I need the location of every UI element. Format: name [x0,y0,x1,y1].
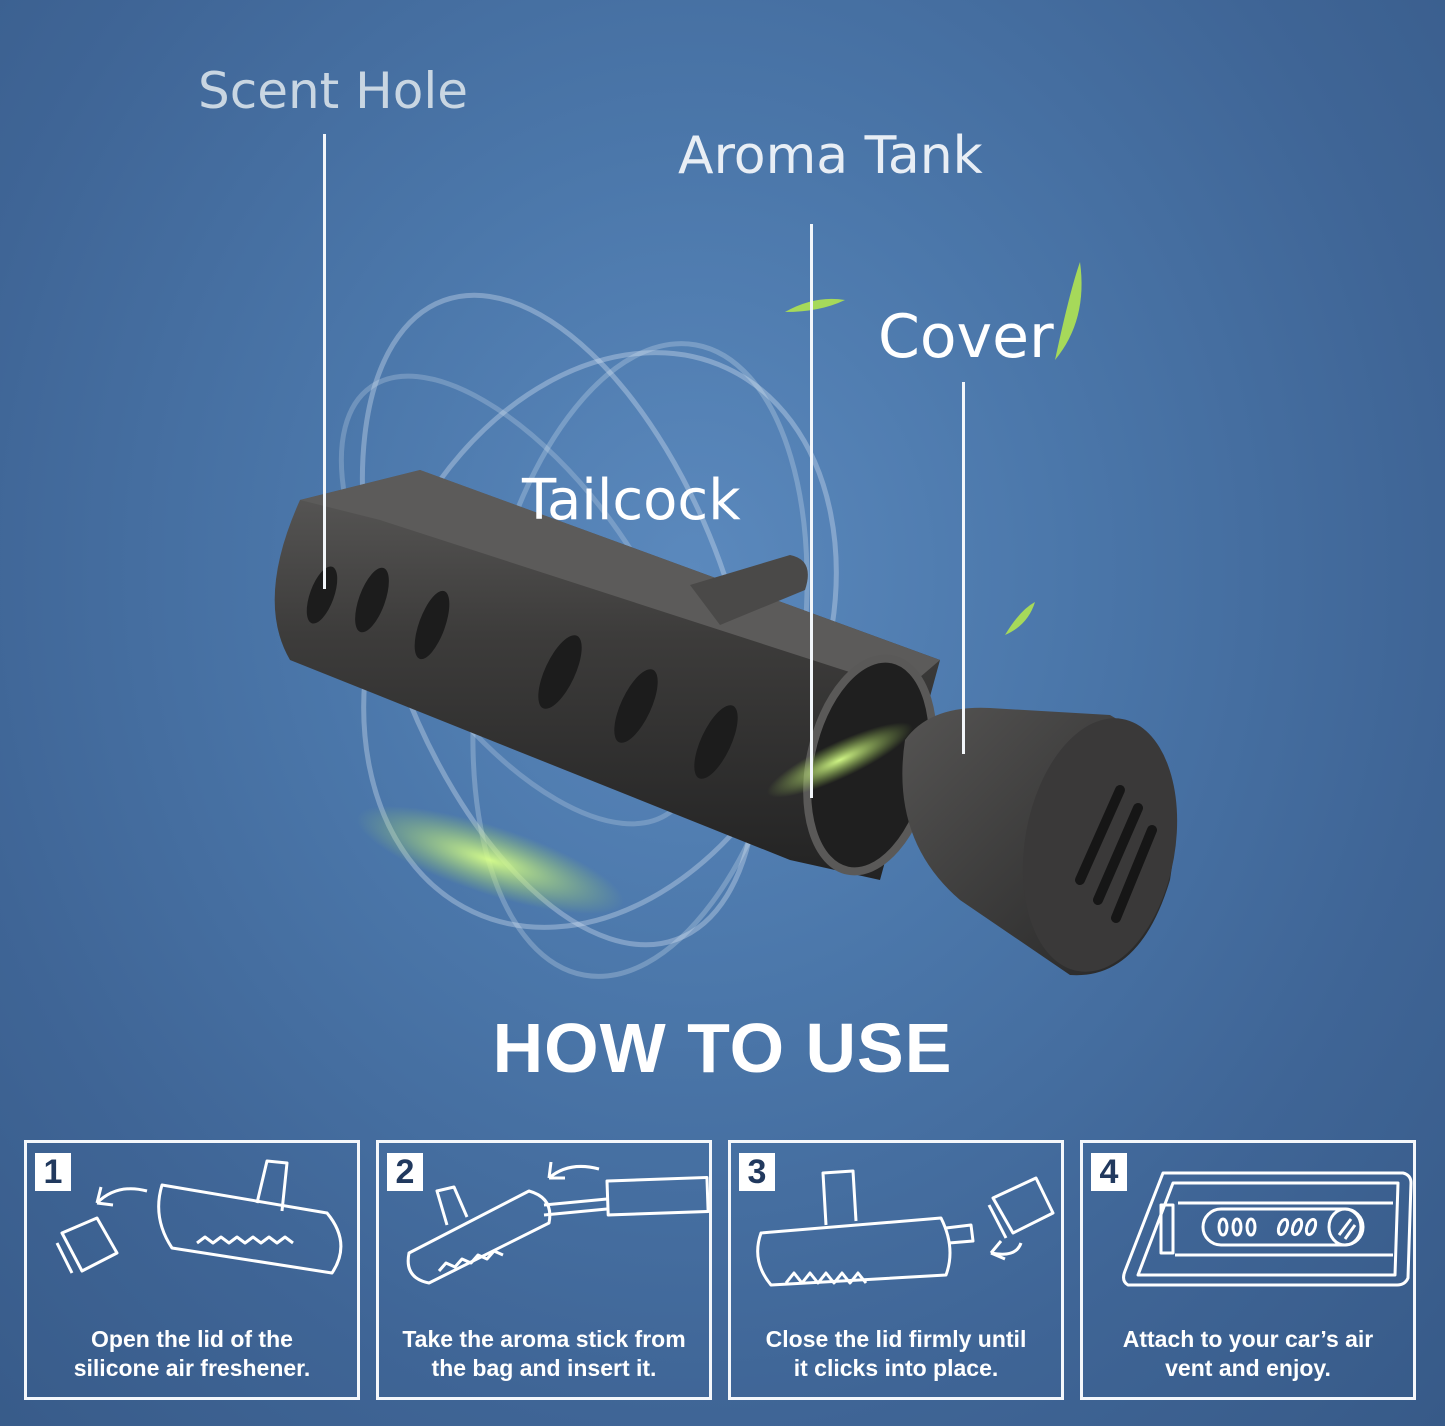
close-lid-icon [756,1169,1055,1287]
step-text: Close the lid firmly until it clicks int… [737,1325,1055,1383]
label-cover: Cover [878,302,1054,372]
step-text-line2: it clicks into place. [793,1355,999,1381]
step-text: Attach to your car’s air vent and enjoy. [1089,1325,1407,1383]
label-scent-hole: Scent Hole [198,62,469,120]
tube-body [274,470,940,880]
step-2-card: 2 Take the aroma stick from the bag and … [376,1140,712,1400]
step-number: 4 [1091,1153,1127,1191]
leader-line-scent-hole [323,134,326,589]
leaf-decoration [356,262,1082,915]
step-text-line2: the bag and insert it. [431,1355,657,1381]
step-text-line1: Open the lid of the [91,1326,293,1352]
label-aroma-tank: Aroma Tank [678,126,983,186]
leader-line-aroma-tank [810,224,813,798]
step-4-card: 4 Attach to your car’s air vent and enjo… [1080,1140,1416,1400]
step-number: 1 [35,1153,71,1191]
step-text: Open the lid of the silicone air freshen… [33,1325,351,1383]
step-number: 2 [387,1153,423,1191]
step-text: Take the aroma stick from the bag and in… [385,1325,703,1383]
car-vent-icon [1122,1171,1413,1287]
step-text-line1: Attach to your car’s air [1122,1326,1374,1352]
open-lid-icon [55,1159,343,1275]
insert-stick-icon [406,1161,710,1285]
step-1-card: 1 Open the lid of the silicone air fresh… [24,1140,360,1400]
step-text-line2: vent and enjoy. [1165,1355,1331,1381]
step-3-card: 3 Close the lid firmly until it clicks i… [728,1140,1064,1400]
step-number: 3 [739,1153,775,1191]
leader-line-cover [962,382,965,754]
step-text-line1: Close the lid firmly until [765,1326,1027,1352]
how-to-use-title: HOW TO USE [492,1009,953,1087]
step-text-line1: Take the aroma stick from [402,1326,686,1352]
label-tailcock: Tailcock [522,468,741,533]
cover-cap [902,707,1178,976]
product-illustration [274,262,1178,976]
step-text-line2: silicone air freshener. [73,1355,311,1381]
